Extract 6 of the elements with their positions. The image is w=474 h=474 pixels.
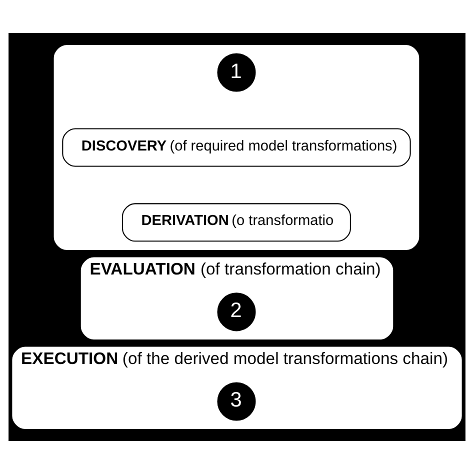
node-box: DERIVATION (o transformatio: [122, 203, 351, 242]
node-circle: 1: [217, 53, 256, 92]
node-box: DISCOVERY (of required model transformations): [62, 128, 411, 167]
cluster: [54, 44, 420, 250]
node-circle: 3: [217, 382, 256, 421]
node-circle: 2: [217, 292, 256, 332]
